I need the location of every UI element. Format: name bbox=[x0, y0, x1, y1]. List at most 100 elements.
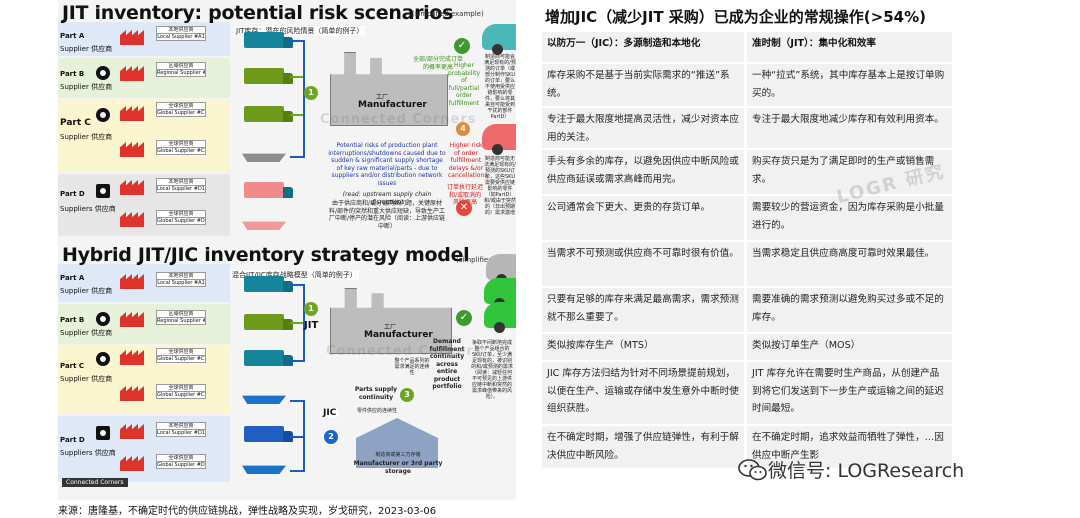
risk-impact: (read: upstream supply chain disruption) bbox=[342, 191, 432, 206]
wechat-icon bbox=[738, 459, 767, 481]
factory-icon bbox=[120, 142, 144, 157]
part-a-supplier: Supplier 供应商 bbox=[60, 287, 113, 295]
car-icon bbox=[482, 24, 516, 55]
step-bubble-3: 3 bbox=[400, 388, 414, 402]
factory-icon bbox=[120, 312, 144, 327]
top-panel-title: JIT inventory: potential risk scenarios bbox=[62, 2, 454, 24]
flow-line bbox=[303, 284, 305, 362]
part-d-supplier: Suppliers 供应商 bbox=[60, 205, 116, 213]
flow-line bbox=[290, 436, 304, 438]
flow-line bbox=[290, 156, 304, 158]
chip-icon bbox=[96, 184, 110, 198]
step-bubble-4: 4 bbox=[456, 122, 470, 136]
supplier-tag-b1: Regional Supplier #B1 bbox=[156, 69, 206, 77]
part-c-label: Part C bbox=[60, 118, 91, 128]
part-a-label: Part A bbox=[60, 274, 85, 282]
car-icon bbox=[484, 278, 516, 309]
table-cell-jit: 需要准确的需求预测以避免购买过多或不足的库存。 bbox=[747, 288, 952, 332]
jit-label: JIT bbox=[304, 320, 319, 331]
demand-continuity: Demand fulfillment continuity across ent… bbox=[429, 338, 465, 390]
infographic-image: JIT inventory: potential risk scenarios … bbox=[58, 0, 516, 500]
factory-icon bbox=[120, 386, 144, 401]
top-panel-note: (simplified example) bbox=[412, 10, 484, 18]
car-icon bbox=[482, 124, 516, 155]
watermark-connected: Connected Corners bbox=[320, 112, 477, 127]
table-cell-jit: 当需求稳定且供应商高度可靠时效果最佳。 bbox=[747, 242, 952, 286]
table-cell-jit: JIT 库存允许在需要时生产商品，从创建产品到将它们发送到下一步生产或运输之间的… bbox=[747, 362, 952, 424]
factory-icon bbox=[120, 212, 144, 227]
jit-risk-panel: JIT inventory: potential risk scenarios … bbox=[58, 0, 516, 238]
ship-icon bbox=[242, 395, 286, 404]
step-bubble-1: 1 bbox=[304, 302, 318, 316]
flow-line bbox=[290, 360, 304, 362]
steering-wheel-icon bbox=[96, 66, 110, 80]
ship-icon bbox=[242, 465, 286, 474]
source-caption: 来源：唐隆基，不确定时代的供应链挑战，弹性战略及实现，岁戈研究，2023-03-… bbox=[58, 506, 437, 517]
truck-icon bbox=[244, 32, 293, 48]
flow-line bbox=[290, 400, 304, 402]
bottom-panel-note: (simplified example) bbox=[456, 256, 516, 264]
car-icon bbox=[486, 254, 516, 285]
table-cell-jic: 当需求不可预测或供应商不可靠时很有价值。 bbox=[542, 242, 744, 286]
warehouse-label-cn: 制造商或第三方存储 bbox=[375, 452, 421, 458]
cross-icon: ✕ bbox=[456, 200, 472, 216]
table-row: JIC 库存方法归结为针对不同场景提前规划，以便在生产、运输或存储中发生意外中断… bbox=[542, 362, 952, 424]
table-cell-jic: 专注于最大限度地提高灵活性，减少对资本应用的关注。 bbox=[542, 108, 744, 148]
parts-supply-continuity: Parts supply continuity bbox=[354, 386, 398, 401]
header-jit: 准时制（JIT）：集中化和效率 bbox=[747, 32, 952, 62]
part-d-supplier: Suppliers 供应商 bbox=[60, 449, 116, 457]
table-row: 专注于最大限度地提高灵活性，减少对资本应用的关注。 专注于最大限度地减少库存和有… bbox=[542, 108, 952, 148]
hybrid-model-panel: Hybrid JIT/JIC inventory strategy model … bbox=[58, 240, 516, 498]
table-header-row: 以防万一（JIC）：多源制造和本地化 准时制（JIT）：集中化和效率 bbox=[542, 32, 952, 62]
connected-corners-logo: Connected Corners bbox=[62, 478, 128, 487]
truck-icon bbox=[244, 350, 293, 366]
part-c-supplier: Supplier 供应商 bbox=[60, 133, 113, 141]
ship-icon bbox=[242, 221, 286, 230]
part-a-supplier: Supplier 供应商 bbox=[60, 45, 113, 53]
chip-icon bbox=[96, 426, 110, 440]
bottom-panel-subtitle: 混合JIT/JIC库存战略模型（简单的例子） bbox=[230, 270, 359, 280]
demand-continuity-cn: 整个产品系列的需求满足的连续性 bbox=[394, 358, 430, 376]
probability-green-cn: 全部/部分完成订单的概率更高 bbox=[412, 56, 464, 71]
manufacturer-cn: 工厂 bbox=[384, 324, 397, 331]
table-row: 公司通常会下更大、更贵的存货订单。 需要较少的营运资金，因为库存采购是小批量进行… bbox=[542, 196, 952, 240]
supplier-tag-c2: Global Supplier #C2 bbox=[156, 147, 206, 155]
table-cell-jic: 在不确定时期，增强了供应链弹性，有利于解决供应中断风险。 bbox=[542, 426, 744, 468]
part-b-label: Part B bbox=[60, 316, 85, 324]
gear-icon bbox=[96, 352, 110, 366]
part-b-supplier: Supplier 供应商 bbox=[60, 329, 113, 337]
header-jic: 以防万一（JIC）：多源制造和本地化 bbox=[542, 32, 744, 62]
table-cell-jic: JIC 库存方法归结为针对不同场景提前规划，以便在生产、运输或存储中发生意外中断… bbox=[542, 362, 744, 424]
table-cell-jic: 库存采购不是基于当前实际需求的“推送”系统。 bbox=[542, 64, 744, 106]
manufacturer-label: Manufacturer bbox=[364, 330, 433, 340]
table-cell-jic: 只要有足够的库存来满足最高需求，需求预测就不那么重要了。 bbox=[542, 288, 744, 332]
table-row: 手头有多余的库存，以避免因供应中断风险或供应商延误或需求高峰而用完。 购买存货只… bbox=[542, 150, 952, 194]
flow-line bbox=[290, 470, 304, 472]
part-d-label: Part D bbox=[60, 190, 85, 198]
flow-line bbox=[290, 114, 304, 116]
part-b-label: Part B bbox=[60, 70, 85, 78]
table-cell-jic: 公司通常会下更大、更贵的存货订单。 bbox=[542, 196, 744, 240]
ship-icon bbox=[242, 153, 286, 162]
table-row: 库存采购不是基于当前实际需求的“推送”系统。 一种“拉式”系统，其中库存基本上是… bbox=[542, 64, 952, 106]
supplier-tag-a1: Local Supplier #A1 bbox=[156, 33, 206, 41]
factory-icon bbox=[120, 106, 144, 121]
table-cell-jit: 购买存货只是为了满足即时的生产或销售需求。 bbox=[747, 150, 952, 194]
supplier-tag-c1: Global Supplier #C1 bbox=[156, 109, 206, 117]
wechat-id: 微信号: LOGResearch bbox=[768, 460, 965, 482]
part-d-label: Part D bbox=[60, 436, 85, 444]
car-icon bbox=[484, 302, 516, 333]
probability-red: Higher risk of order fulfillment delays … bbox=[448, 142, 488, 179]
factory-icon bbox=[120, 274, 144, 289]
table-row: 当需求不可预测或供应商不可靠时很有价值。 当需求稳定且供应商高度可靠时效果最佳。 bbox=[542, 242, 952, 286]
table-cell-jit: 类似按订单生产（MOS） bbox=[747, 334, 952, 360]
truck-icon bbox=[244, 314, 293, 330]
car-note: 争取不间断地完成整个产品组合的SKU订单，至少满足现有的，被识别的和/或预测的需… bbox=[471, 340, 513, 400]
car-note-top: 制造商可能会满足现有的/预测的订单（或部分制作SKU的订单，要么不使用受供应链影… bbox=[484, 54, 516, 120]
part-c-label: Part C bbox=[60, 362, 85, 370]
risk-description-cn: 由于供应商和/或分销网络问题，关键原材料/部件的突然和重大供应短缺，导致生产工厂… bbox=[328, 200, 446, 230]
table-cell-jit: 在不确定时期，追求效益而牺牲了弹性，…因供应中断产生影 bbox=[747, 426, 952, 468]
warehouse-label: Manufacturer or 3rd party storage bbox=[353, 460, 443, 475]
table-row: 在不确定时期，增强了供应链弹性，有利于解决供应中断风险。 在不确定时期，追求效益… bbox=[542, 426, 952, 468]
truck-icon bbox=[244, 182, 293, 198]
